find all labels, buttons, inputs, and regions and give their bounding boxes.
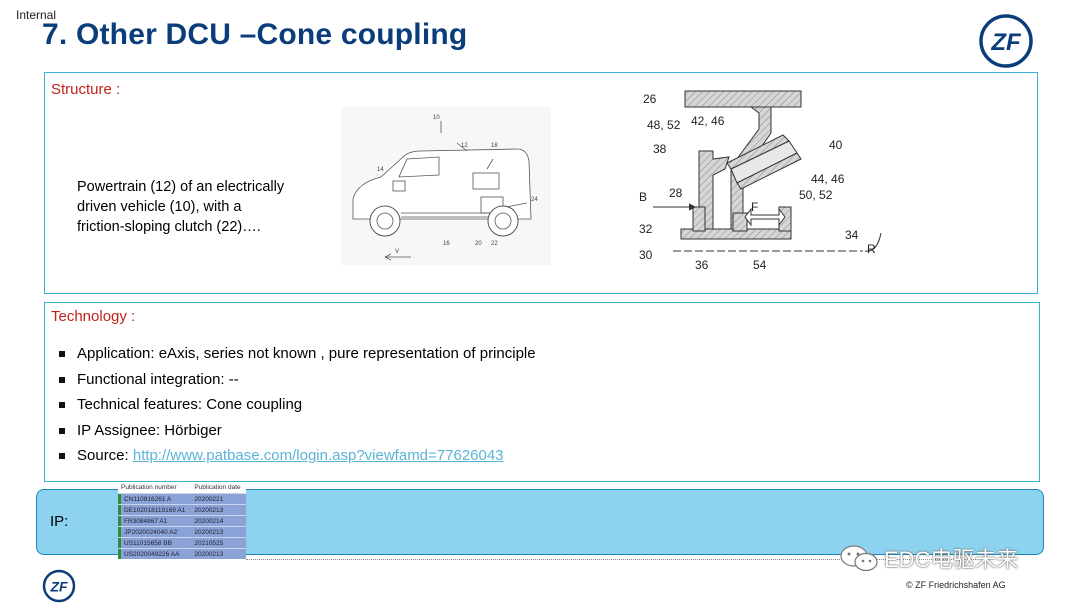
car-label: 18 — [491, 143, 498, 149]
list-item: Functional integration: -- — [55, 367, 536, 393]
list-item: Source: http://www.patbase.com/login.asp… — [55, 443, 536, 469]
publication-date: 20200213 — [191, 504, 246, 516]
table-row: DE102018119169 A1 20200213 — [118, 504, 246, 516]
wechat-icon — [840, 545, 878, 572]
coupling-label: 32 — [639, 222, 653, 236]
publication-number: US11015658 BB — [121, 537, 192, 549]
coupling-label: 38 — [653, 142, 667, 156]
publication-date: 20200221 — [191, 493, 246, 505]
coupling-label: 54 — [753, 258, 767, 272]
technology-label: Technology : — [51, 308, 136, 325]
technology-panel: Technology : Application: eAxis, series … — [44, 302, 1040, 482]
publication-number: CN110816261 A — [121, 493, 192, 505]
cone-coupling-drawing: 26 48, 52 42, 46 38 40 44, 46 28 50, 52 … — [639, 90, 882, 272]
coupling-label: 30 — [639, 248, 653, 262]
publication-number: US2020049226 AA — [121, 548, 192, 559]
structure-label: Structure : — [51, 81, 121, 98]
publication-date: 20200213 — [191, 548, 246, 559]
column-header: Publication number — [118, 482, 192, 494]
footer-divider — [246, 559, 976, 560]
coupling-label: R — [867, 242, 876, 256]
car-label: 22 — [491, 241, 498, 247]
car-label: 14 — [377, 167, 384, 173]
row-marker — [118, 526, 121, 538]
description-line: driven vehicle (10), with a — [77, 199, 242, 215]
table-row: US2020049226 AA 20200213 — [118, 548, 246, 559]
description-line: friction-sloping clutch (22)…. — [77, 219, 261, 235]
table-row: FR3084867 A1 20200214 — [118, 515, 246, 527]
publication-number: FR3084867 A1 — [121, 515, 192, 527]
row-marker — [118, 537, 121, 549]
publication-date: 20200214 — [191, 515, 246, 527]
classification-label: Internal — [16, 8, 57, 22]
watermark-text: EDC电驱未来 — [884, 547, 1019, 572]
row-marker — [118, 493, 121, 505]
structure-description: Powertrain (12) of an electrically drive… — [77, 177, 337, 237]
column-header: Publication date — [191, 482, 246, 494]
coupling-label: 28 — [669, 186, 683, 200]
table-row: JP2020024040 A2 20200213 — [118, 526, 246, 538]
page-title: 7. Other DCU –Cone coupling — [42, 18, 468, 51]
row-marker — [118, 504, 121, 516]
coupling-label: 34 — [845, 228, 859, 242]
publication-number: JP2020024040 A2 — [121, 526, 192, 538]
publication-date: 20210525 — [191, 537, 246, 549]
technology-list: Application: eAxis, series not known , p… — [55, 341, 536, 469]
coupling-label: 42, 46 — [691, 114, 725, 128]
copyright-notice: © ZF Friedrichshafen AG — [906, 580, 1006, 590]
coupling-label: 50, 52 — [799, 188, 833, 202]
logo-text: ZF — [990, 29, 1022, 56]
publication-table: Publication number Publication date CN11… — [118, 482, 246, 559]
zf-logo: ZF — [979, 14, 1033, 68]
table-row: CN110816261 A 20200221 — [118, 493, 246, 505]
zf-logo-footer: ZF — [42, 569, 76, 603]
coupling-label: F — [751, 200, 758, 214]
table-row: US11015658 BB 20210525 — [118, 537, 246, 549]
coupling-label: 40 — [829, 138, 843, 152]
structure-panel: Structure : Powertrain (12) of an electr… — [44, 72, 1038, 294]
car-label: 16 — [443, 241, 450, 247]
list-item: IP Assignee: Hörbiger — [55, 418, 536, 444]
list-item: Application: eAxis, series not known , p… — [55, 341, 536, 367]
row-marker — [118, 548, 121, 559]
source-link[interactable]: http://www.patbase.com/login.asp?viewfam… — [132, 447, 504, 464]
car-label: 12 — [461, 143, 468, 149]
car-label: 10 — [433, 115, 440, 121]
coupling-label: 36 — [695, 258, 709, 272]
list-item: Technical features: Cone coupling — [55, 392, 536, 418]
logo-text: ZF — [49, 579, 68, 595]
publication-date: 20200213 — [191, 526, 246, 538]
car-label: V — [395, 249, 399, 255]
row-marker — [118, 515, 121, 527]
coupling-label: 44, 46 — [811, 172, 845, 186]
coupling-label: 48, 52 — [647, 118, 681, 132]
ip-label: IP: — [50, 513, 69, 530]
description-line: Powertrain (12) of an electrically — [77, 179, 285, 195]
publication-number: DE102018119169 A1 — [121, 504, 192, 516]
coupling-label: 26 — [643, 92, 657, 106]
vehicle-patent-drawing: 10 14 12 18 24 16 20 22 V — [341, 107, 551, 265]
source-prefix: Source: — [77, 447, 133, 464]
car-label: 20 — [475, 241, 482, 247]
coupling-label: B — [639, 190, 647, 204]
car-label: 24 — [531, 197, 538, 203]
